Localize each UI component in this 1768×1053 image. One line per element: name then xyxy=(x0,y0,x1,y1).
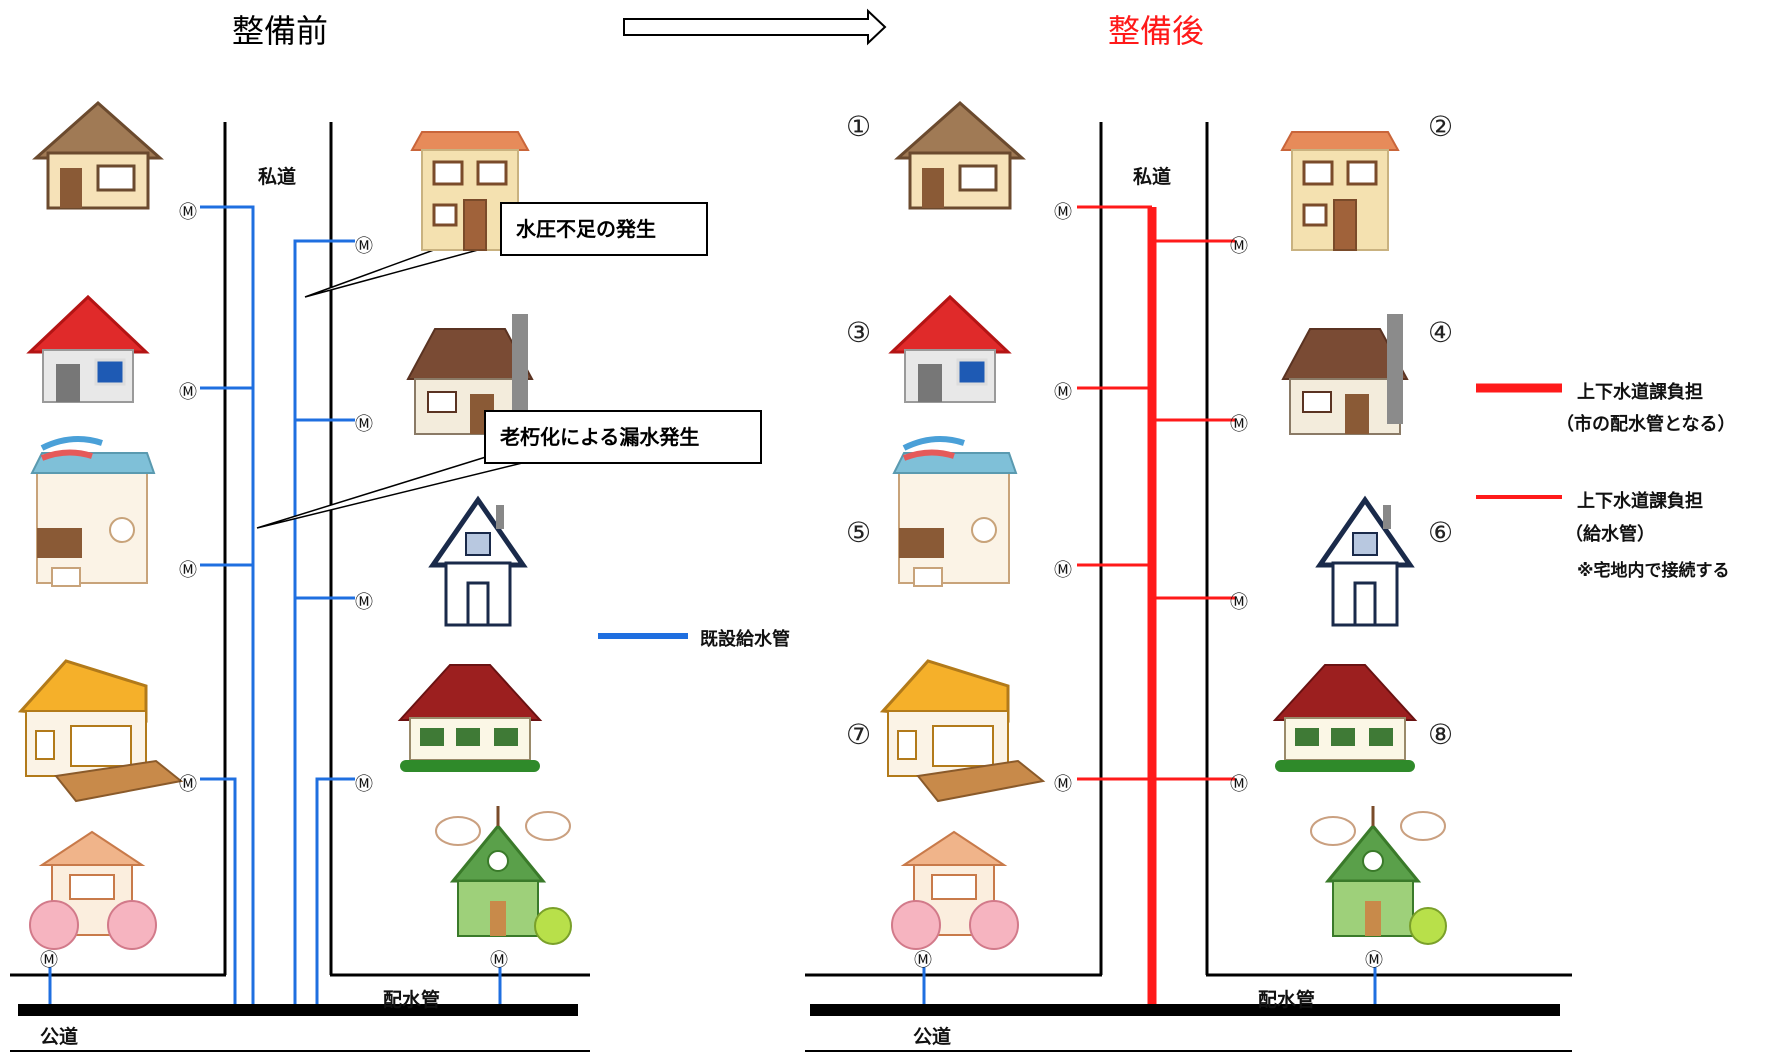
private-road-label: 私道 xyxy=(1133,166,1172,188)
distribution-pipe-label: 配水管 xyxy=(1258,989,1316,1011)
meter-icon: Ⓜ xyxy=(1230,592,1248,613)
house-number-2: ② xyxy=(1428,110,1454,143)
meter-icon: Ⓜ xyxy=(179,382,197,403)
callout-leak: 老朽化による漏水発生 xyxy=(484,410,762,464)
house-7-before xyxy=(19,659,183,803)
house-number-1: ① xyxy=(846,110,872,143)
house-3-after xyxy=(890,295,1010,404)
meter-icon: Ⓜ xyxy=(1230,774,1248,795)
house-8-after xyxy=(1274,664,1416,773)
meter-icon: Ⓜ xyxy=(179,202,197,223)
house-number-7: ⑦ xyxy=(846,718,872,751)
after-service-pipes xyxy=(1077,205,1235,781)
house-6-before xyxy=(433,500,523,625)
house-3-before xyxy=(28,295,148,404)
meter-icon: Ⓜ xyxy=(179,774,197,795)
public-road-label: 公道 xyxy=(913,1026,952,1048)
meter-icon: Ⓜ xyxy=(1230,414,1248,435)
transition-arrow xyxy=(623,8,887,46)
meter-icon: Ⓜ xyxy=(1054,560,1072,581)
house-6-after xyxy=(1320,500,1410,625)
title-after: 整備後 xyxy=(1108,12,1205,50)
house-10-after xyxy=(1309,804,1448,946)
house-number-6: ⑥ xyxy=(1428,516,1454,549)
house-number-5: ⑤ xyxy=(846,516,872,549)
before-roads xyxy=(10,122,590,1052)
house-10-before xyxy=(434,804,573,946)
house-number-8: ⑧ xyxy=(1428,718,1454,751)
callout-low-pressure: 水圧不足の発生 xyxy=(500,202,708,256)
meter-icon: Ⓜ xyxy=(40,950,58,971)
legend-city-main-line1: 上下水道課負担 xyxy=(1577,382,1703,403)
after-roads xyxy=(805,122,1572,1052)
meter-icon: Ⓜ xyxy=(179,560,197,581)
house-number-3: ③ xyxy=(846,316,872,349)
house-1-after xyxy=(896,101,1024,210)
meter-icon: Ⓜ xyxy=(1365,950,1383,971)
house-2-after xyxy=(1280,130,1400,252)
meter-icon: Ⓜ xyxy=(1054,774,1072,795)
legend-existing-pipe: 既設給水管 xyxy=(700,629,790,650)
meter-icon: Ⓜ xyxy=(355,592,373,613)
house-1-before xyxy=(34,101,162,210)
meter-icon: Ⓜ xyxy=(1054,382,1072,403)
legend-city-main-line2: （市の配水管となる） xyxy=(1556,414,1736,435)
house-9-before xyxy=(29,831,157,950)
legend-service-line2: （給水管） xyxy=(1565,524,1655,545)
meter-icon: Ⓜ xyxy=(1054,202,1072,223)
legend-service-line1: 上下水道課負担 xyxy=(1577,491,1703,512)
before-existing-pipes xyxy=(48,205,502,1004)
meter-icon: Ⓜ xyxy=(1230,236,1248,257)
meter-icon: Ⓜ xyxy=(355,774,373,795)
title-before: 整備前 xyxy=(232,12,329,50)
house-8-before xyxy=(399,664,541,773)
distribution-pipe-label: 配水管 xyxy=(383,989,441,1011)
house-4-after xyxy=(1282,313,1408,435)
meter-icon: Ⓜ xyxy=(914,950,932,971)
legend-service-line3: ※宅地内で接続する xyxy=(1577,561,1730,581)
meter-icon: Ⓜ xyxy=(355,414,373,435)
after-houses xyxy=(881,101,1448,950)
meter-icon: Ⓜ xyxy=(355,236,373,257)
house-7-after xyxy=(881,659,1045,803)
house-5-after xyxy=(894,439,1016,586)
house-5-before xyxy=(32,439,154,586)
meter-icon: Ⓜ xyxy=(490,950,508,971)
house-number-4: ④ xyxy=(1428,316,1454,349)
private-road-label: 私道 xyxy=(258,166,297,188)
house-9-after xyxy=(891,831,1019,950)
public-road-label: 公道 xyxy=(40,1026,79,1048)
after-existing-pipes xyxy=(922,967,1377,1004)
